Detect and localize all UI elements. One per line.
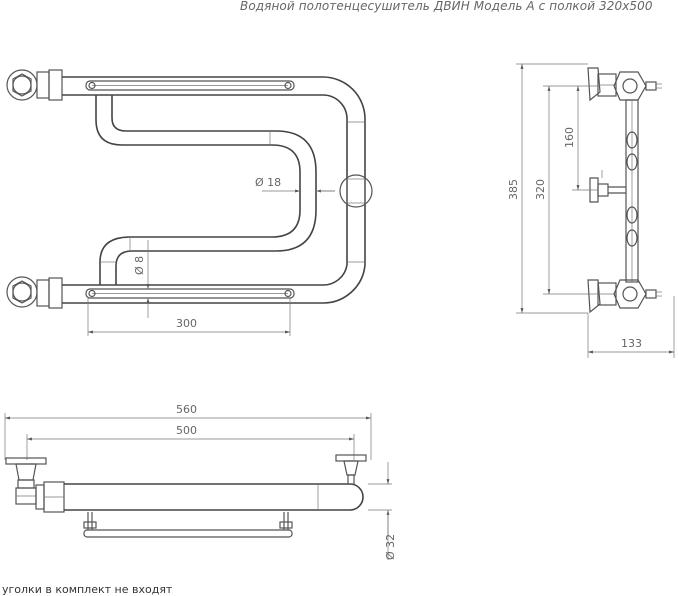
side-view bbox=[516, 63, 675, 358]
dim-diameter-8: Ø 8 bbox=[133, 256, 146, 275]
top-view bbox=[4, 413, 392, 560]
upper-inlet-nut bbox=[6, 69, 63, 101]
drawing-title: Водяной полотенцесушитель ДВИН Модель А … bbox=[240, 0, 653, 13]
dim-500: 500 bbox=[176, 424, 197, 437]
dim-385: 385 bbox=[507, 179, 520, 200]
front-view bbox=[6, 69, 373, 336]
dim-560: 560 bbox=[176, 403, 197, 416]
dim-diameter-18: Ø 18 bbox=[255, 176, 281, 189]
dim-300: 300 bbox=[176, 317, 197, 330]
dim-160: 160 bbox=[563, 127, 576, 148]
dim-133: 133 bbox=[621, 337, 642, 350]
dim-diameter-32: Ø 32 bbox=[384, 534, 397, 560]
dim-320: 320 bbox=[534, 179, 547, 200]
lower-inlet-nut bbox=[6, 276, 63, 309]
footnote: уголки в комплект не входят bbox=[2, 583, 173, 596]
